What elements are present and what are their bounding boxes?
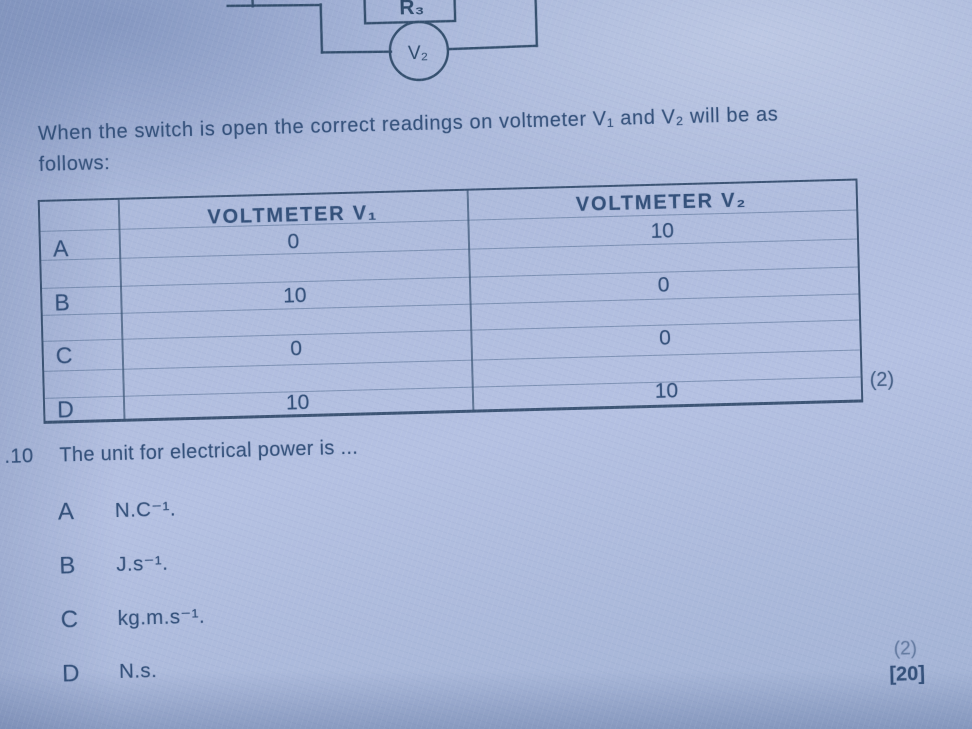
voltmeter-v2-label: V₂ — [408, 43, 429, 65]
question-10-number: .10 — [4, 445, 35, 468]
option-b-text: J.s⁻¹. — [115, 551, 169, 577]
row-label-b: B — [54, 289, 71, 316]
wire-from-voltmeter — [446, 44, 539, 51]
option-a-text: N.C⁻¹. — [114, 497, 177, 523]
wire-top-left — [226, 3, 322, 8]
voltmeter-readings-table: VOLTMETER V₁ VOLTMETER V₂ A 0 10 B 10 0 … — [37, 178, 864, 424]
cell-d-v2: 10 — [654, 379, 679, 403]
wire-to-voltmeter — [320, 50, 393, 54]
option-c-letter: C — [60, 606, 79, 634]
option-c-text: kg.m.s⁻¹. — [117, 604, 206, 631]
row-label-a: A — [52, 235, 69, 262]
option-b-letter: B — [58, 552, 76, 580]
resistor-r3-label: R₃ — [399, 0, 424, 19]
wire-right-vertical — [532, 0, 539, 48]
cell-d-v1: 10 — [285, 390, 310, 415]
cell-a-v2: 10 — [650, 219, 675, 243]
cell-a-v1: 0 — [287, 230, 300, 254]
circuit-diagram: R₃ V₂ — [226, 0, 539, 82]
wire-left-vertical — [319, 3, 324, 54]
cell-b-v2: 0 — [657, 273, 670, 297]
option-d-letter: D — [61, 660, 80, 688]
question-10-text: The unit for electrical power is ... — [59, 436, 359, 467]
option-a-letter: A — [57, 498, 75, 526]
row-label-c: C — [55, 342, 73, 369]
question-10-mark-faint: (2) — [893, 638, 918, 660]
option-d-text: N.s. — [118, 658, 158, 683]
section-total-marks: [20] — [889, 662, 926, 686]
table-mark-allocation: (2) — [869, 368, 895, 392]
row-label-d: D — [56, 396, 75, 423]
question-intro-line2: follows: — [38, 152, 111, 176]
